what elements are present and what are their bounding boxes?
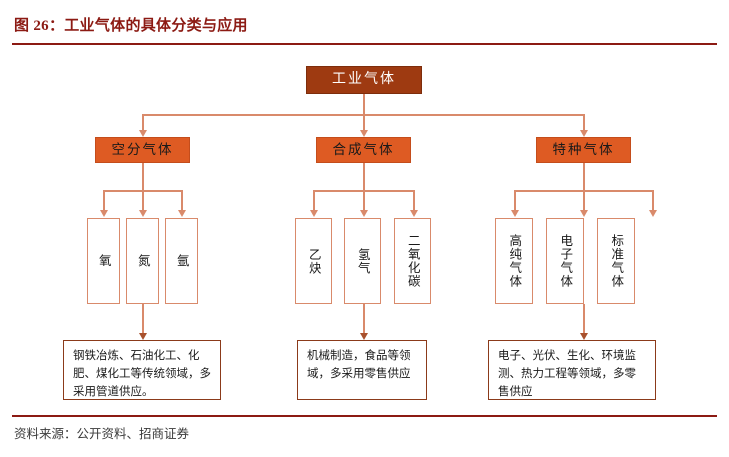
node-leaf-1-0-label: 乙炔 xyxy=(306,247,321,275)
connector-branch-1-down xyxy=(363,114,365,131)
node-category-2: 特种气体 xyxy=(536,137,631,163)
node-category-0: 空分气体 xyxy=(95,137,190,163)
node-leaf-2-0-label: 高纯气体 xyxy=(507,234,522,288)
source-divider xyxy=(12,415,717,417)
connector-leaf-2-1-down xyxy=(583,190,585,211)
node-leaf-2-1: 电子气体 xyxy=(546,218,584,304)
connector-branch-2-down xyxy=(583,114,585,131)
node-category-1: 合成气体 xyxy=(316,137,411,163)
description-box-2-text: 电子、光伏、生化、环境监测、热力工程等领域，多零售供应 xyxy=(498,350,636,398)
node-leaf-0-0: 氧 xyxy=(87,218,120,304)
connector-desc-2-down xyxy=(583,304,585,334)
description-box-2: 电子、光伏、生化、环境监测、热力工程等领域，多零售供应 xyxy=(488,340,656,400)
node-leaf-2-2: 标准气体 xyxy=(597,218,635,304)
arrowhead-leaf-1-1 xyxy=(359,210,368,217)
node-leaf-2-2-label: 标准气体 xyxy=(609,234,624,288)
page-title: 图 26：工业气体的具体分类与应用 xyxy=(14,18,248,34)
arrowhead-leaf-0-0 xyxy=(99,210,108,217)
connector-leaf-1-1-down xyxy=(363,190,365,211)
connector-root-down xyxy=(363,94,365,115)
node-category-0-label: 空分气体 xyxy=(111,142,174,158)
connector-leaf-0-2-down xyxy=(181,190,183,211)
arrowhead-leaf-0-1 xyxy=(138,210,147,217)
connector-cat-1-down xyxy=(363,163,365,191)
node-leaf-1-0: 乙炔 xyxy=(295,218,332,304)
connector-desc-1-down xyxy=(363,304,365,334)
arrowhead-leaf-1-2 xyxy=(409,210,418,217)
connector-leaf-0-1-down xyxy=(142,190,144,211)
arrowhead-branch-2 xyxy=(579,130,588,137)
description-box-1-text: 机械制造，食品等领域，多采用零售供应 xyxy=(307,350,411,380)
arrowhead-branch-1 xyxy=(359,130,368,137)
connector-leaf-0-0-down xyxy=(103,190,105,211)
connector-cat-2-down xyxy=(583,163,585,191)
connector-leaf-1-2-down xyxy=(413,190,415,211)
arrowhead-desc-2 xyxy=(579,333,588,340)
node-leaf-1-2-label: 二氧化碳 xyxy=(405,234,420,288)
arrowhead-branch-0 xyxy=(138,130,147,137)
title-divider xyxy=(12,43,717,45)
node-leaf-1-2: 二氧化碳 xyxy=(394,218,431,304)
source-text: 资料来源：公开资料、招商证券 xyxy=(14,427,190,441)
node-leaf-0-1: 氮 xyxy=(126,218,159,304)
node-root-label: 工业气体 xyxy=(332,71,396,87)
description-box-1: 机械制造，食品等领域，多采用零售供应 xyxy=(297,340,427,400)
arrowhead-desc-1 xyxy=(359,333,368,340)
description-box-0: 钢铁冶炼、石油化工、化肥、煤化工等传统领域，多采用管道供应。 xyxy=(63,340,221,400)
connector-leaf-2-2-down xyxy=(652,190,654,211)
node-leaf-0-0-label: 氧 xyxy=(96,254,111,268)
node-leaf-0-2-label: 氩 xyxy=(174,254,189,268)
arrowhead-leaf-2-0 xyxy=(510,210,519,217)
connector-branch-0-down xyxy=(142,114,144,131)
node-category-2-label: 特种气体 xyxy=(552,142,615,158)
arrowhead-leaf-2-2 xyxy=(648,210,657,217)
connector-leaf-2-0-down xyxy=(514,190,516,211)
node-root: 工业气体 xyxy=(306,66,422,94)
node-category-1-label: 合成气体 xyxy=(332,142,395,158)
connector-desc-0-down xyxy=(142,304,144,334)
arrowhead-leaf-2-1 xyxy=(579,210,588,217)
node-leaf-2-0: 高纯气体 xyxy=(495,218,533,304)
node-leaf-1-1-label: 氢气 xyxy=(355,247,370,275)
connector-cat-0-down xyxy=(142,163,144,191)
arrowhead-leaf-1-0 xyxy=(309,210,318,217)
node-leaf-2-1-label: 电子气体 xyxy=(558,234,573,288)
arrowhead-desc-0 xyxy=(138,333,147,340)
node-leaf-0-1-label: 氮 xyxy=(135,254,150,268)
description-box-0-text: 钢铁冶炼、石油化工、化肥、煤化工等传统领域，多采用管道供应。 xyxy=(73,350,211,398)
arrowhead-leaf-0-2 xyxy=(177,210,186,217)
connector-leaf-1-0-down xyxy=(313,190,315,211)
node-leaf-1-1: 氢气 xyxy=(344,218,381,304)
node-leaf-0-2: 氩 xyxy=(165,218,198,304)
